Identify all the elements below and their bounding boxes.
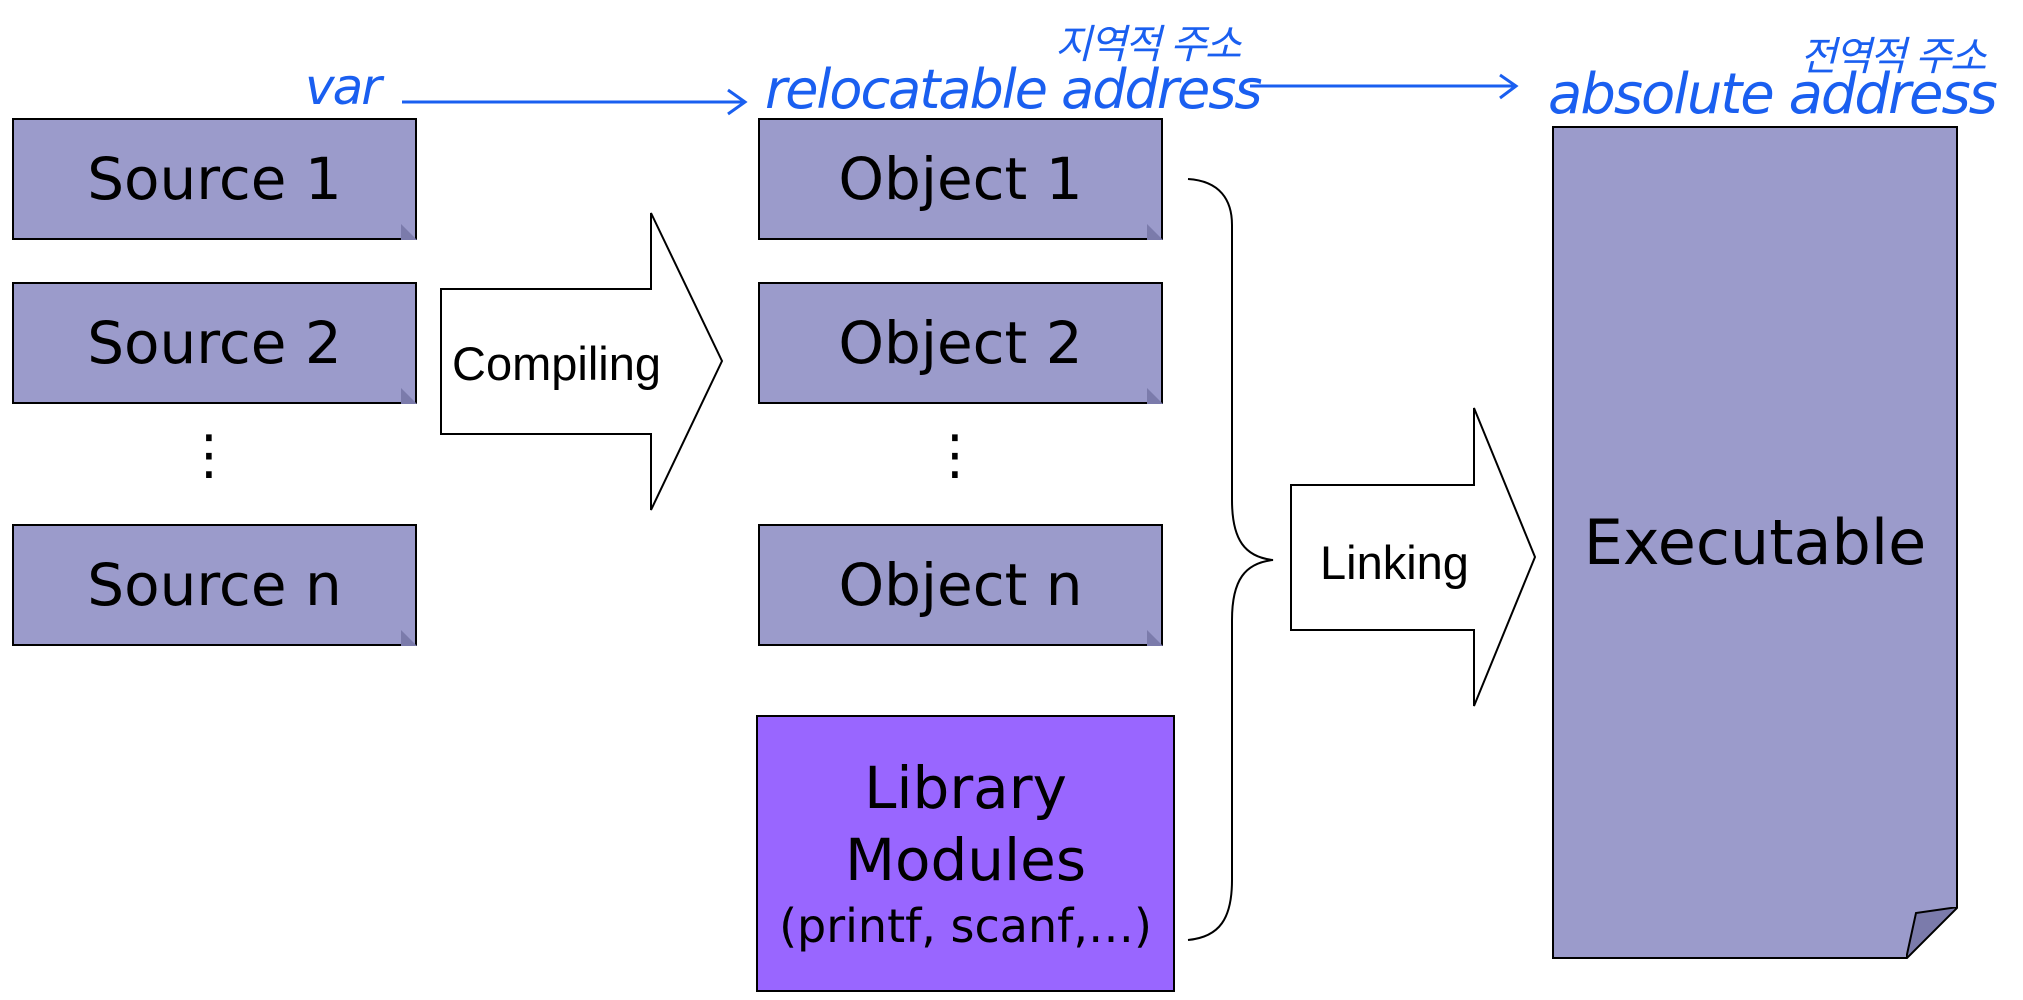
source-n-document: Source n: [12, 524, 417, 646]
linking-brace: [1187, 178, 1274, 941]
library-line-1: Library: [864, 753, 1067, 822]
annotation-arrow-var-to-relocatable: [402, 88, 748, 116]
annotation-global-address-korean: 전역적 주소: [1800, 34, 1987, 80]
library-line-2: Modules: [844, 825, 1087, 894]
executable-document: Executable: [1552, 126, 1958, 959]
annotation-absolute-address: absolute address: [1548, 62, 1998, 127]
object-1-document: Object 1: [758, 118, 1163, 240]
source-2-document: Source 2: [12, 282, 417, 404]
page-fold-icon: [401, 388, 417, 404]
annotation-relocatable-address: relocatable address: [765, 58, 1263, 121]
linking-arrow: [1290, 407, 1537, 707]
page-fold-icon: [1147, 630, 1163, 646]
objects-ellipsis: ⋮: [928, 423, 982, 486]
object-n-label: Object n: [838, 551, 1083, 619]
object-n-document: Object n: [758, 524, 1163, 646]
object-1-label: Object 1: [838, 145, 1083, 213]
page-fold-icon: [401, 630, 417, 646]
source-1-document: Source 1: [12, 118, 417, 240]
linking-label: Linking: [1320, 536, 1469, 589]
page-fold-icon: [1906, 907, 1958, 959]
object-2-document: Object 2: [758, 282, 1163, 404]
source-1-label: Source 1: [87, 145, 342, 213]
source-2-label: Source 2: [87, 309, 342, 377]
sources-ellipsis: ⋮: [182, 423, 236, 486]
source-n-label: Source n: [87, 551, 342, 619]
library-modules-box: Library Modules (printf, scanf,…): [756, 715, 1175, 992]
compiling-label: Compiling: [452, 337, 661, 390]
annotation-local-address-korean: 지역적 주소: [1055, 22, 1242, 68]
page-fold-icon: [1147, 224, 1163, 240]
compiling-arrow: [440, 212, 724, 511]
library-line-3: (printf, scanf,…): [779, 898, 1152, 953]
object-2-label: Object 2: [838, 309, 1083, 377]
executable-label: Executable: [1583, 506, 1927, 579]
page-fold-icon: [1147, 388, 1163, 404]
annotation-var: var: [305, 58, 382, 116]
annotation-arrow-relocatable-to-absolute: [1250, 73, 1519, 100]
page-fold-icon: [401, 224, 417, 240]
